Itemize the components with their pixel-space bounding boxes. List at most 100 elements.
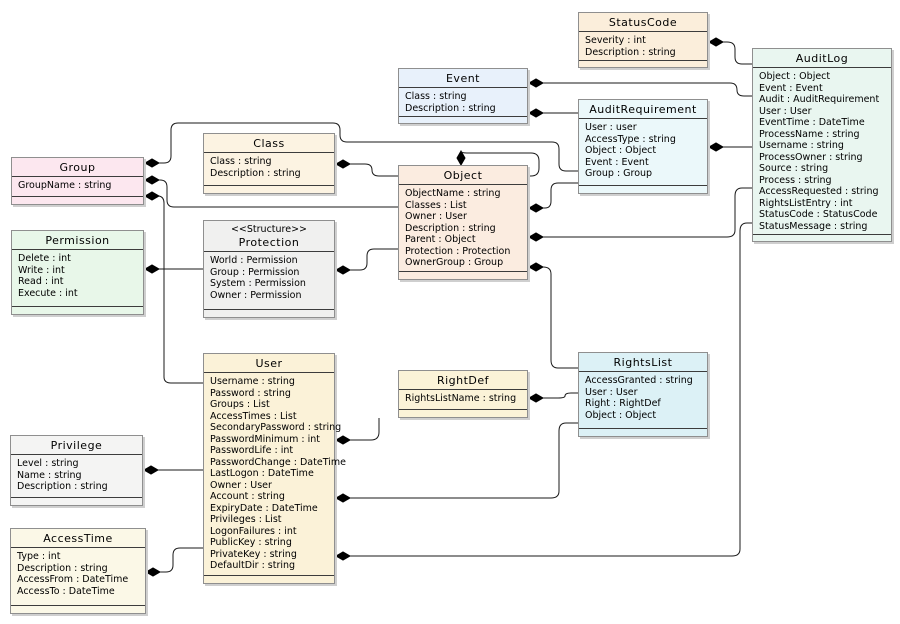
connector-permission-protection[interactable] [143, 264, 203, 274]
attribute-line: Owner : User [210, 479, 272, 491]
attribute-line: SecondaryPassword : string [210, 422, 342, 433]
connector-class-object[interactable] [334, 159, 398, 177]
connector-accesstime-user[interactable] [144, 547, 203, 577]
class-box-protection[interactable]: <<Structure>> Protection World : Permiss… [203, 220, 335, 318]
attribute-line: PasswordLife : int [210, 445, 294, 456]
composition-diamond [334, 435, 352, 445]
attribute-line: Event : Event [759, 82, 823, 94]
connector-user-auditlog[interactable] [334, 222, 752, 561]
connector-wire [350, 418, 380, 441]
attribute-line: ProcessOwner : string [759, 151, 863, 163]
class-title: AccessTime [43, 532, 113, 545]
composition-diamond [334, 265, 352, 275]
connector-wire [158, 195, 203, 384]
class-title: Object [443, 169, 483, 182]
composition-diamond [144, 567, 162, 577]
connector-group-auditrequirement[interactable] [143, 122, 578, 172]
class-box-rightdef[interactable]: RightDef RightsListName : string [398, 370, 528, 418]
operations-compartment [399, 116, 527, 124]
attribute-compartment: GroupName : string [12, 177, 143, 194]
attribute-line: Execute : int [18, 287, 78, 299]
attribute-line: Description : string [405, 222, 496, 234]
connector-statuscode-auditlog[interactable] [707, 37, 752, 65]
attribute-line: PrivateKey : string [210, 548, 297, 560]
operations-compartment [579, 185, 707, 193]
connector-wire [543, 82, 752, 97]
connector-wire [159, 179, 398, 208]
connector-object-auditlog[interactable] [527, 187, 752, 242]
connector-user-rightslist[interactable] [334, 422, 578, 503]
attribute-line: Source : string [759, 163, 829, 174]
connector-user-rightdef[interactable] [334, 418, 380, 445]
connector-rightdef-rightslist[interactable] [527, 392, 578, 403]
attribute-line: LogonFailures : int [210, 525, 297, 537]
composition-diamond [334, 159, 352, 169]
connector-auditrequirement-auditlog[interactable] [707, 142, 752, 152]
attribute-line: Name : string [17, 469, 82, 481]
attribute-line: Event : Event [585, 156, 649, 168]
class-title: Privilege [50, 439, 103, 452]
connector-event-auditrequirement[interactable] [527, 108, 578, 118]
class-title: StatusCode [608, 16, 678, 29]
attribute-line: AccessTo : DateTime [17, 585, 115, 597]
attribute-line: AccessType : string [585, 133, 676, 145]
composition-diamond [527, 203, 545, 213]
composition-diamond [334, 493, 352, 503]
composition-diamond [143, 175, 161, 185]
attribute-line: ExpiryDate : DateTime [210, 502, 318, 514]
attribute-line: RightsListName : string [405, 393, 517, 404]
attribute-line: User : User [759, 105, 812, 117]
connector-object-auditrequirement[interactable] [527, 182, 578, 213]
connector-event-auditlog[interactable] [527, 78, 752, 97]
connector-wire [543, 392, 578, 399]
operations-compartment [753, 234, 891, 242]
attribute-line: System : Permission [210, 278, 306, 289]
connector-wire [543, 187, 752, 238]
composition-diamond [707, 37, 725, 47]
connector-group-object[interactable] [143, 175, 398, 208]
composition-diamond [527, 108, 545, 118]
connector-privilege-user[interactable] [142, 465, 203, 475]
composition-diamond [334, 551, 352, 561]
attribute-line: AccessTimes : List [210, 410, 297, 422]
attribute-line: GroupName : string [18, 180, 112, 191]
connector-wire [460, 150, 540, 177]
connector-object-rightslist[interactable] [527, 262, 578, 369]
connector-wire [159, 122, 578, 172]
connector-group-user[interactable] [143, 191, 203, 384]
attribute-line: Classes : List [405, 199, 467, 211]
attribute-line: Class : string [210, 156, 272, 167]
connector-wire [543, 182, 578, 209]
composition-diamond [527, 232, 545, 242]
attribute-line: PasswordChange : DateTime [210, 456, 346, 468]
connector-wire [723, 41, 752, 65]
operations-compartment [11, 497, 142, 505]
attribute-line: Password : string [210, 387, 291, 399]
class-box-group[interactable]: Group GroupName : string [11, 157, 144, 205]
composition-diamond [143, 158, 161, 168]
connector-object-self-parent[interactable] [456, 149, 540, 177]
attribute-line: EventTime : DateTime [759, 117, 865, 128]
connector-protection-object[interactable] [334, 248, 398, 275]
attribute-line: Groups : List [210, 399, 270, 410]
attribute-line: RightsListEntry : int [759, 197, 853, 209]
attribute-line: Object : Object [585, 409, 657, 421]
